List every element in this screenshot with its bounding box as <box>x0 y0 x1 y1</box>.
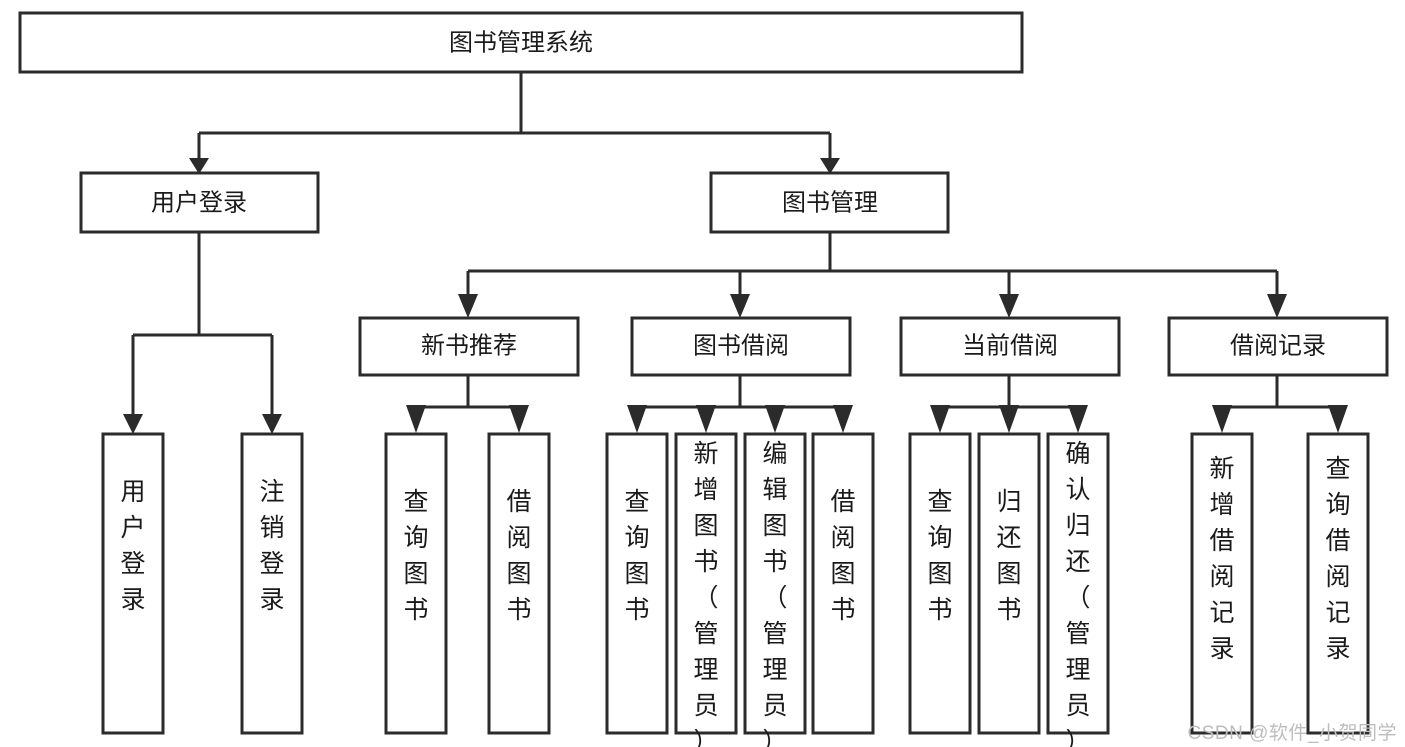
node-leaf-borrow-book-1[interactable]: 借阅图书 <box>487 432 551 735</box>
connector-user-login-bus <box>131 232 274 418</box>
node-leaf-query-book-3-label: 查询图书 <box>927 488 952 624</box>
node-leaf-query-record[interactable]: 查询借阅记录 <box>1306 432 1370 735</box>
node-leaf-logout[interactable]: 注销登录 <box>240 432 304 735</box>
node-leaf-edit-book-label: 编辑图书（管理员） <box>762 440 787 747</box>
node-leaf-edit-book-box[interactable] <box>743 432 807 735</box>
node-root[interactable]: 图书管理系统 <box>18 11 1024 74</box>
arrowhead-to-leaf-add-book <box>696 405 716 433</box>
node-leaf-query-book-1-box[interactable] <box>384 432 448 735</box>
node-leaf-borrow-book-1-label: 借阅图书 <box>506 488 531 624</box>
arrowhead-to-leaf-logout <box>262 414 282 434</box>
node-current-borrow-label: 当前借阅 <box>962 332 1058 359</box>
arrowhead-to-leaf-query-book-2 <box>627 405 647 433</box>
node-book-manage-box[interactable] <box>709 171 950 234</box>
connector-book-manage-bus <box>466 232 1279 296</box>
node-root-box[interactable] <box>18 11 1024 74</box>
arrowhead-to-leaf-edit-book <box>765 405 785 433</box>
node-leaf-logout-label: 注销登录 <box>259 478 284 614</box>
node-leaf-borrow-book-2[interactable]: 借阅图书 <box>811 432 875 735</box>
node-leaf-query-book-2-box[interactable] <box>605 432 669 735</box>
arrowhead-to-leaf-query-book-3 <box>930 405 950 433</box>
arrowhead-layer <box>123 158 1348 434</box>
node-leaf-confirm-return[interactable]: 确认归还（管理员） <box>1046 432 1110 747</box>
node-borrow-record-label: 借阅记录 <box>1230 332 1326 359</box>
connector-root-bus <box>197 73 832 160</box>
arrowhead-to-leaf-confirm-return <box>1068 405 1088 433</box>
node-book-manage-label: 图书管理 <box>782 189 878 216</box>
node-leaf-query-book-1[interactable]: 查询图书 <box>384 432 448 735</box>
arrowhead-to-leaf-query-book-1 <box>406 405 426 433</box>
node-leaf-query-record-box[interactable] <box>1306 432 1370 735</box>
node-new-book-recommend-box[interactable] <box>358 316 580 377</box>
connector-layer <box>131 73 1340 418</box>
node-leaf-add-record-box[interactable] <box>1190 432 1254 735</box>
node-borrow-record-box[interactable] <box>1167 316 1389 377</box>
node-leaf-borrow-book-2-label: 借阅图书 <box>830 488 855 624</box>
connector-new-book-recommend-bus <box>414 375 521 418</box>
csdn-watermark: CSDN @软件_小贺同学 <box>1187 723 1397 744</box>
node-leaf-query-book-1-label: 查询图书 <box>403 488 428 624</box>
node-leaf-borrow-book-1-box[interactable] <box>487 432 551 735</box>
node-leaf-add-book[interactable]: 新增图书（管理员） <box>674 432 738 747</box>
arrowhead-to-leaf-return-book <box>999 405 1019 433</box>
node-leaf-query-book-2-label: 查询图书 <box>624 488 649 624</box>
node-leaf-return-book[interactable]: 归还图书 <box>977 432 1041 735</box>
node-book-borrow[interactable]: 图书借阅 <box>630 316 852 377</box>
node-book-borrow-label: 图书借阅 <box>693 332 789 359</box>
node-leaf-edit-book[interactable]: 编辑图书（管理员） <box>743 432 807 747</box>
node-leaf-user-login[interactable]: 用户登录 <box>101 432 165 735</box>
arrowhead-to-leaf-add-record <box>1212 405 1232 433</box>
node-borrow-record[interactable]: 借阅记录 <box>1167 316 1389 377</box>
node-user-login[interactable]: 用户登录 <box>79 171 320 234</box>
arrowhead-to-current-borrow <box>999 294 1019 318</box>
arrowhead-to-book-borrow <box>730 294 750 318</box>
node-leaf-return-book-box[interactable] <box>977 432 1041 735</box>
arrowhead-to-user-login <box>189 158 209 174</box>
node-leaf-add-book-label: 新增图书（管理员） <box>693 440 718 747</box>
node-user-login-box[interactable] <box>79 171 320 234</box>
node-book-manage[interactable]: 图书管理 <box>709 171 950 234</box>
node-leaf-query-record-label: 查询借阅记录 <box>1325 455 1350 663</box>
node-current-borrow[interactable]: 当前借阅 <box>899 316 1121 377</box>
node-leaf-add-record[interactable]: 新增借阅记录 <box>1190 432 1254 735</box>
node-leaf-confirm-return-label: 确认归还（管理员） <box>1065 440 1090 747</box>
arrowhead-to-leaf-borrow-book-2 <box>833 405 853 433</box>
node-leaf-logout-box[interactable] <box>240 432 304 735</box>
connector-borrow-record-bus <box>1220 375 1340 418</box>
node-new-book-recommend[interactable]: 新书推荐 <box>358 316 580 377</box>
node-root-label: 图书管理系统 <box>449 29 593 56</box>
arrowhead-to-book-manage <box>820 158 840 174</box>
node-user-login-label: 用户登录 <box>151 189 247 216</box>
node-leaf-borrow-book-2-box[interactable] <box>811 432 875 735</box>
node-leaf-user-login-label: 用户登录 <box>120 478 145 614</box>
arrowhead-to-new-book-recommend <box>458 294 478 318</box>
node-leaf-query-book-3-box[interactable] <box>908 432 972 735</box>
arrowhead-to-leaf-query-record <box>1328 405 1348 433</box>
node-leaf-confirm-return-box[interactable] <box>1046 432 1110 735</box>
arrowhead-to-leaf-borrow-book-1 <box>509 405 529 433</box>
arrowhead-to-leaf-user-login <box>123 414 143 434</box>
arrowhead-to-borrow-record <box>1267 294 1287 318</box>
node-leaf-user-login-box[interactable] <box>101 432 165 735</box>
node-leaf-query-book-2[interactable]: 查询图书 <box>605 432 669 735</box>
node-current-borrow-box[interactable] <box>899 316 1121 377</box>
node-leaf-query-book-3[interactable]: 查询图书 <box>908 432 972 735</box>
node-book-borrow-box[interactable] <box>630 316 852 377</box>
node-leaf-return-book-label: 归还图书 <box>996 488 1021 624</box>
node-new-book-recommend-label: 新书推荐 <box>421 332 517 359</box>
node-leaf-add-book-box[interactable] <box>674 432 738 735</box>
connector-book-borrow-bus <box>635 375 845 418</box>
node-leaf-add-record-label: 新增借阅记录 <box>1209 455 1234 663</box>
